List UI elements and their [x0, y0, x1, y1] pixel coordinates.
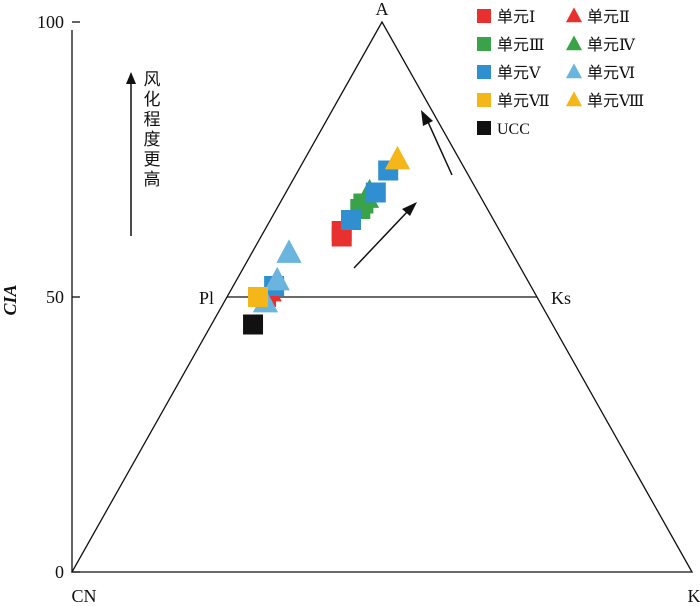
weathering-up-arrowhead [126, 72, 136, 84]
vertex-label-a: A [376, 0, 389, 19]
legend-label: 单元Ⅱ [587, 8, 630, 26]
legend-marker [565, 35, 583, 51]
legend-marker [565, 91, 583, 107]
legend-marker [565, 7, 583, 23]
legend-marker [477, 9, 491, 23]
legend-marker [477, 121, 491, 135]
data-point-triangle [276, 239, 302, 263]
legend-label: 单元Ⅶ [497, 92, 550, 110]
legend-label: UCC [497, 121, 530, 138]
data-point-square [243, 314, 264, 335]
data-point-square [365, 182, 386, 203]
data-point-square [248, 287, 268, 307]
cia-axis-ticks: 0 50 100 [37, 12, 80, 582]
legend-label: 单元Ⅴ [497, 64, 541, 82]
weathering-annotation: 风化程度更高 [141, 70, 161, 190]
legend-marker [477, 37, 491, 51]
ref-label-pl: Pl [199, 288, 214, 308]
cia-axis-label: CIA [0, 284, 20, 315]
data-points [243, 145, 411, 335]
cia-tick-label: 100 [37, 12, 64, 32]
data-point-triangle [264, 266, 290, 291]
legend: 单元Ⅰ 单元Ⅱ 单元Ⅲ 单元Ⅳ 单元Ⅴ 单元Ⅵ 单元Ⅶ 单元Ⅷ UCC [477, 7, 644, 138]
legend-marker [477, 65, 491, 79]
ref-label-ks: Ks [551, 288, 571, 308]
data-point-triangle [384, 145, 411, 170]
trend-arrow-lower-head [402, 202, 417, 216]
legend-label: 单元Ⅳ [587, 36, 636, 54]
data-point-square [341, 210, 361, 230]
legend-label: 单元Ⅷ [587, 92, 644, 110]
cia-tick-label: 0 [55, 562, 64, 582]
vertex-label-cn: CN [71, 586, 96, 606]
legend-marker [565, 63, 583, 79]
vertex-label-k: K [688, 586, 700, 606]
trend-arrow-upper-head [421, 110, 433, 126]
legend-label: 单元Ⅵ [587, 64, 635, 82]
legend-marker [477, 93, 491, 107]
data-point-square [331, 226, 352, 247]
trend-arrow-lower [353, 210, 409, 269]
legend-label: 单元Ⅲ [497, 36, 544, 54]
trend-arrow-upper [427, 121, 453, 176]
legend-label: 单元Ⅰ [497, 8, 535, 26]
cia-tick-label: 50 [46, 287, 64, 307]
